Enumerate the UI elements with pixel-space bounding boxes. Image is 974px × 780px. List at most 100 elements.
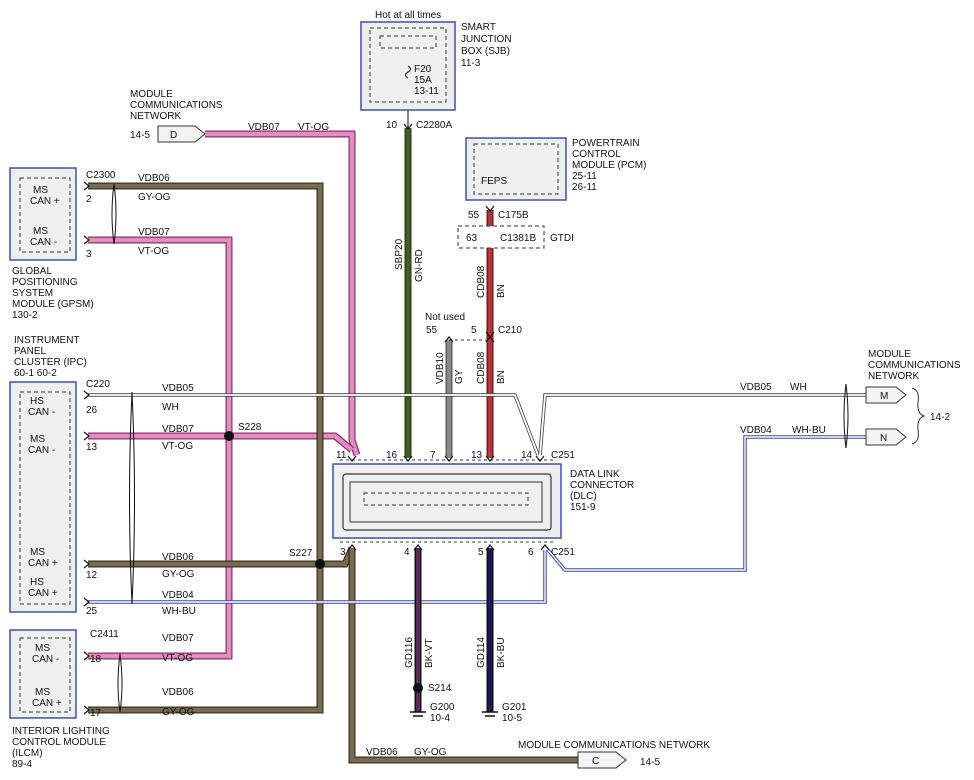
ilcm-name-2: CONTROL MODULE <box>12 737 106 748</box>
wires <box>88 22 866 764</box>
dlc-pin-14: 14 <box>521 450 533 461</box>
wire-vdb06-c <box>349 548 578 763</box>
ilcm-name-3: (ILCM) <box>12 748 43 759</box>
sjb-hot-label: Hot at all times <box>375 10 441 21</box>
fuse-rating: 15A <box>414 75 432 86</box>
ipc-pin-num-2: 13 <box>86 442 98 453</box>
gpsm-pin-num-2: 3 <box>86 249 92 260</box>
ipc-circuit-2: VDB07 <box>162 424 194 435</box>
mcn-right-ref: 14-2 <box>930 412 950 423</box>
ilcm-circuit-1: VDB07 <box>162 633 194 644</box>
gpsm-name-5: 130-2 <box>12 310 38 321</box>
gpsm-box <box>9 167 77 261</box>
ilcm-inner <box>19 637 71 713</box>
pcm-inner <box>473 143 559 195</box>
sjb-pin: 10 <box>386 120 398 131</box>
mcn-bottom-name: MODULE COMMUNICATIONS NETWORK <box>518 740 710 751</box>
dlc-pin-11: 11 <box>336 450 347 461</box>
sjb-name-3: BOX (SJB) <box>461 46 510 57</box>
c210-connector: C210 <box>498 325 522 336</box>
connector-d-icon <box>157 125 206 143</box>
cdb08-a-color: BN <box>496 284 507 298</box>
gtdi-box <box>457 225 545 249</box>
dlc-pin-5: 5 <box>478 547 484 558</box>
fuse-ref: 13-11 <box>414 86 439 97</box>
splice-s214-label: S214 <box>428 683 452 694</box>
gd114-color: BK-BU <box>496 637 507 668</box>
cdb08-b-circuit: CDB08 <box>476 351 487 384</box>
middle-pin5: 5 <box>471 325 477 336</box>
mcn-top-ref: 14-5 <box>130 130 150 141</box>
brace-icon <box>911 387 926 445</box>
sjb-name-4: 11-3 <box>461 58 481 69</box>
connector-chevrons <box>83 123 550 715</box>
dlc-pin-16: 16 <box>386 450 398 461</box>
fuse-icon <box>404 65 412 79</box>
ilcm-pin-2a: MS <box>35 687 50 698</box>
ilcm-pin-num-1: 18 <box>90 654 102 665</box>
ipc-pin-4a: HS <box>30 577 44 588</box>
pcm-module: FEPS POWERTRAIN CONTROL MODULE (PCM) 25-… <box>457 137 646 249</box>
sbp-color: GN-RD <box>414 249 425 282</box>
mcn-right-name-3: NETWORK <box>868 371 919 382</box>
pcm-signal: FEPS <box>481 176 507 187</box>
ipc-pin-3a: MS <box>30 547 45 558</box>
dlc-inner-shell <box>349 481 543 523</box>
mcn-right-name-1: MODULE <box>868 349 911 360</box>
sjb-name-2: JUNCTION <box>461 34 512 45</box>
g201-label: G201 <box>502 702 527 713</box>
ipc-pin-num-1: 26 <box>86 405 98 416</box>
middle-pin55: 55 <box>426 325 438 336</box>
gpsm-pin-1a: MS <box>33 185 48 196</box>
dlc-name-4: 151-9 <box>570 502 596 513</box>
pcm-connector: C175B <box>498 210 529 221</box>
dlc-pin-4: 4 <box>404 547 410 558</box>
mcn-right-name-2: COMMUNICATIONS <box>868 360 961 371</box>
gpsm-color-2: VT-OG <box>138 246 169 257</box>
dlc-connector-bottom: C251 <box>551 547 575 558</box>
ipc-color-4: WH-BU <box>162 606 196 617</box>
ilcm-color-1: VT-OG <box>162 653 193 664</box>
gpsm-circuit-1: VDB06 <box>138 173 170 184</box>
dlc-pin-3: 3 <box>340 547 346 558</box>
connector-n-letter: N <box>880 433 887 444</box>
wire-vdb07-d <box>205 131 360 456</box>
vdb10-color: GY <box>454 369 465 384</box>
ilcm-pin-1b: CAN - <box>32 654 59 665</box>
g201-ref: 10-5 <box>502 713 522 724</box>
ipc-circuit-4: VDB04 <box>162 590 194 601</box>
gtdi-label: GTDI <box>550 233 574 244</box>
wire-vdb05-ipc <box>88 394 539 456</box>
gpsm-pin-2a: MS <box>33 226 48 237</box>
gd116-color: BK-VT <box>424 639 435 668</box>
ipc-connector: C220 <box>86 379 110 390</box>
pcm-name-4: 25-11 <box>572 171 597 182</box>
ilcm-name-4: 89-4 <box>12 759 32 770</box>
gpsm-module: MS CAN + MS CAN - C2300 2 3 VDB06 GY-OG … <box>9 167 171 321</box>
ilcm-circuit-2: VDB06 <box>162 687 194 698</box>
ground-g200-icon <box>410 711 426 717</box>
sjb-connector: C2280A <box>416 120 452 131</box>
ipc-pin-2b: CAN - <box>28 445 55 456</box>
ipc-color-1: WH <box>162 402 179 413</box>
ilcm-pin-1a: MS <box>35 643 50 654</box>
ilcm-pin-num-2: 17 <box>90 708 102 719</box>
fuse-label: F20 <box>414 64 432 75</box>
dlc-outer-shell <box>342 473 552 531</box>
sjb-name-1: SMART <box>461 22 496 33</box>
wire-vdb04-n-outline <box>546 435 866 572</box>
connector-m-icon <box>865 386 907 404</box>
wire-vdb07-bus-outline <box>88 236 233 660</box>
mcn-right-color-1: WH <box>790 382 807 393</box>
gpsm-inner <box>19 177 71 253</box>
mcn-top-name-2: COMMUNICATIONS <box>130 100 223 111</box>
splice-s227-label: S227 <box>289 548 313 559</box>
connector-n-icon <box>865 428 907 446</box>
wire-vdb05-ipc-outline <box>88 393 540 456</box>
cdb08-b-color: BN <box>496 370 507 384</box>
mcn-top: MODULE COMMUNICATIONS NETWORK 14-5 D VDB… <box>130 89 329 143</box>
gpsm-name-4: MODULE (GPSM) <box>12 299 94 310</box>
connector-m-letter: M <box>880 391 888 402</box>
wire-vdb04-n <box>547 436 866 571</box>
mcn-top-name-1: MODULE <box>130 89 173 100</box>
